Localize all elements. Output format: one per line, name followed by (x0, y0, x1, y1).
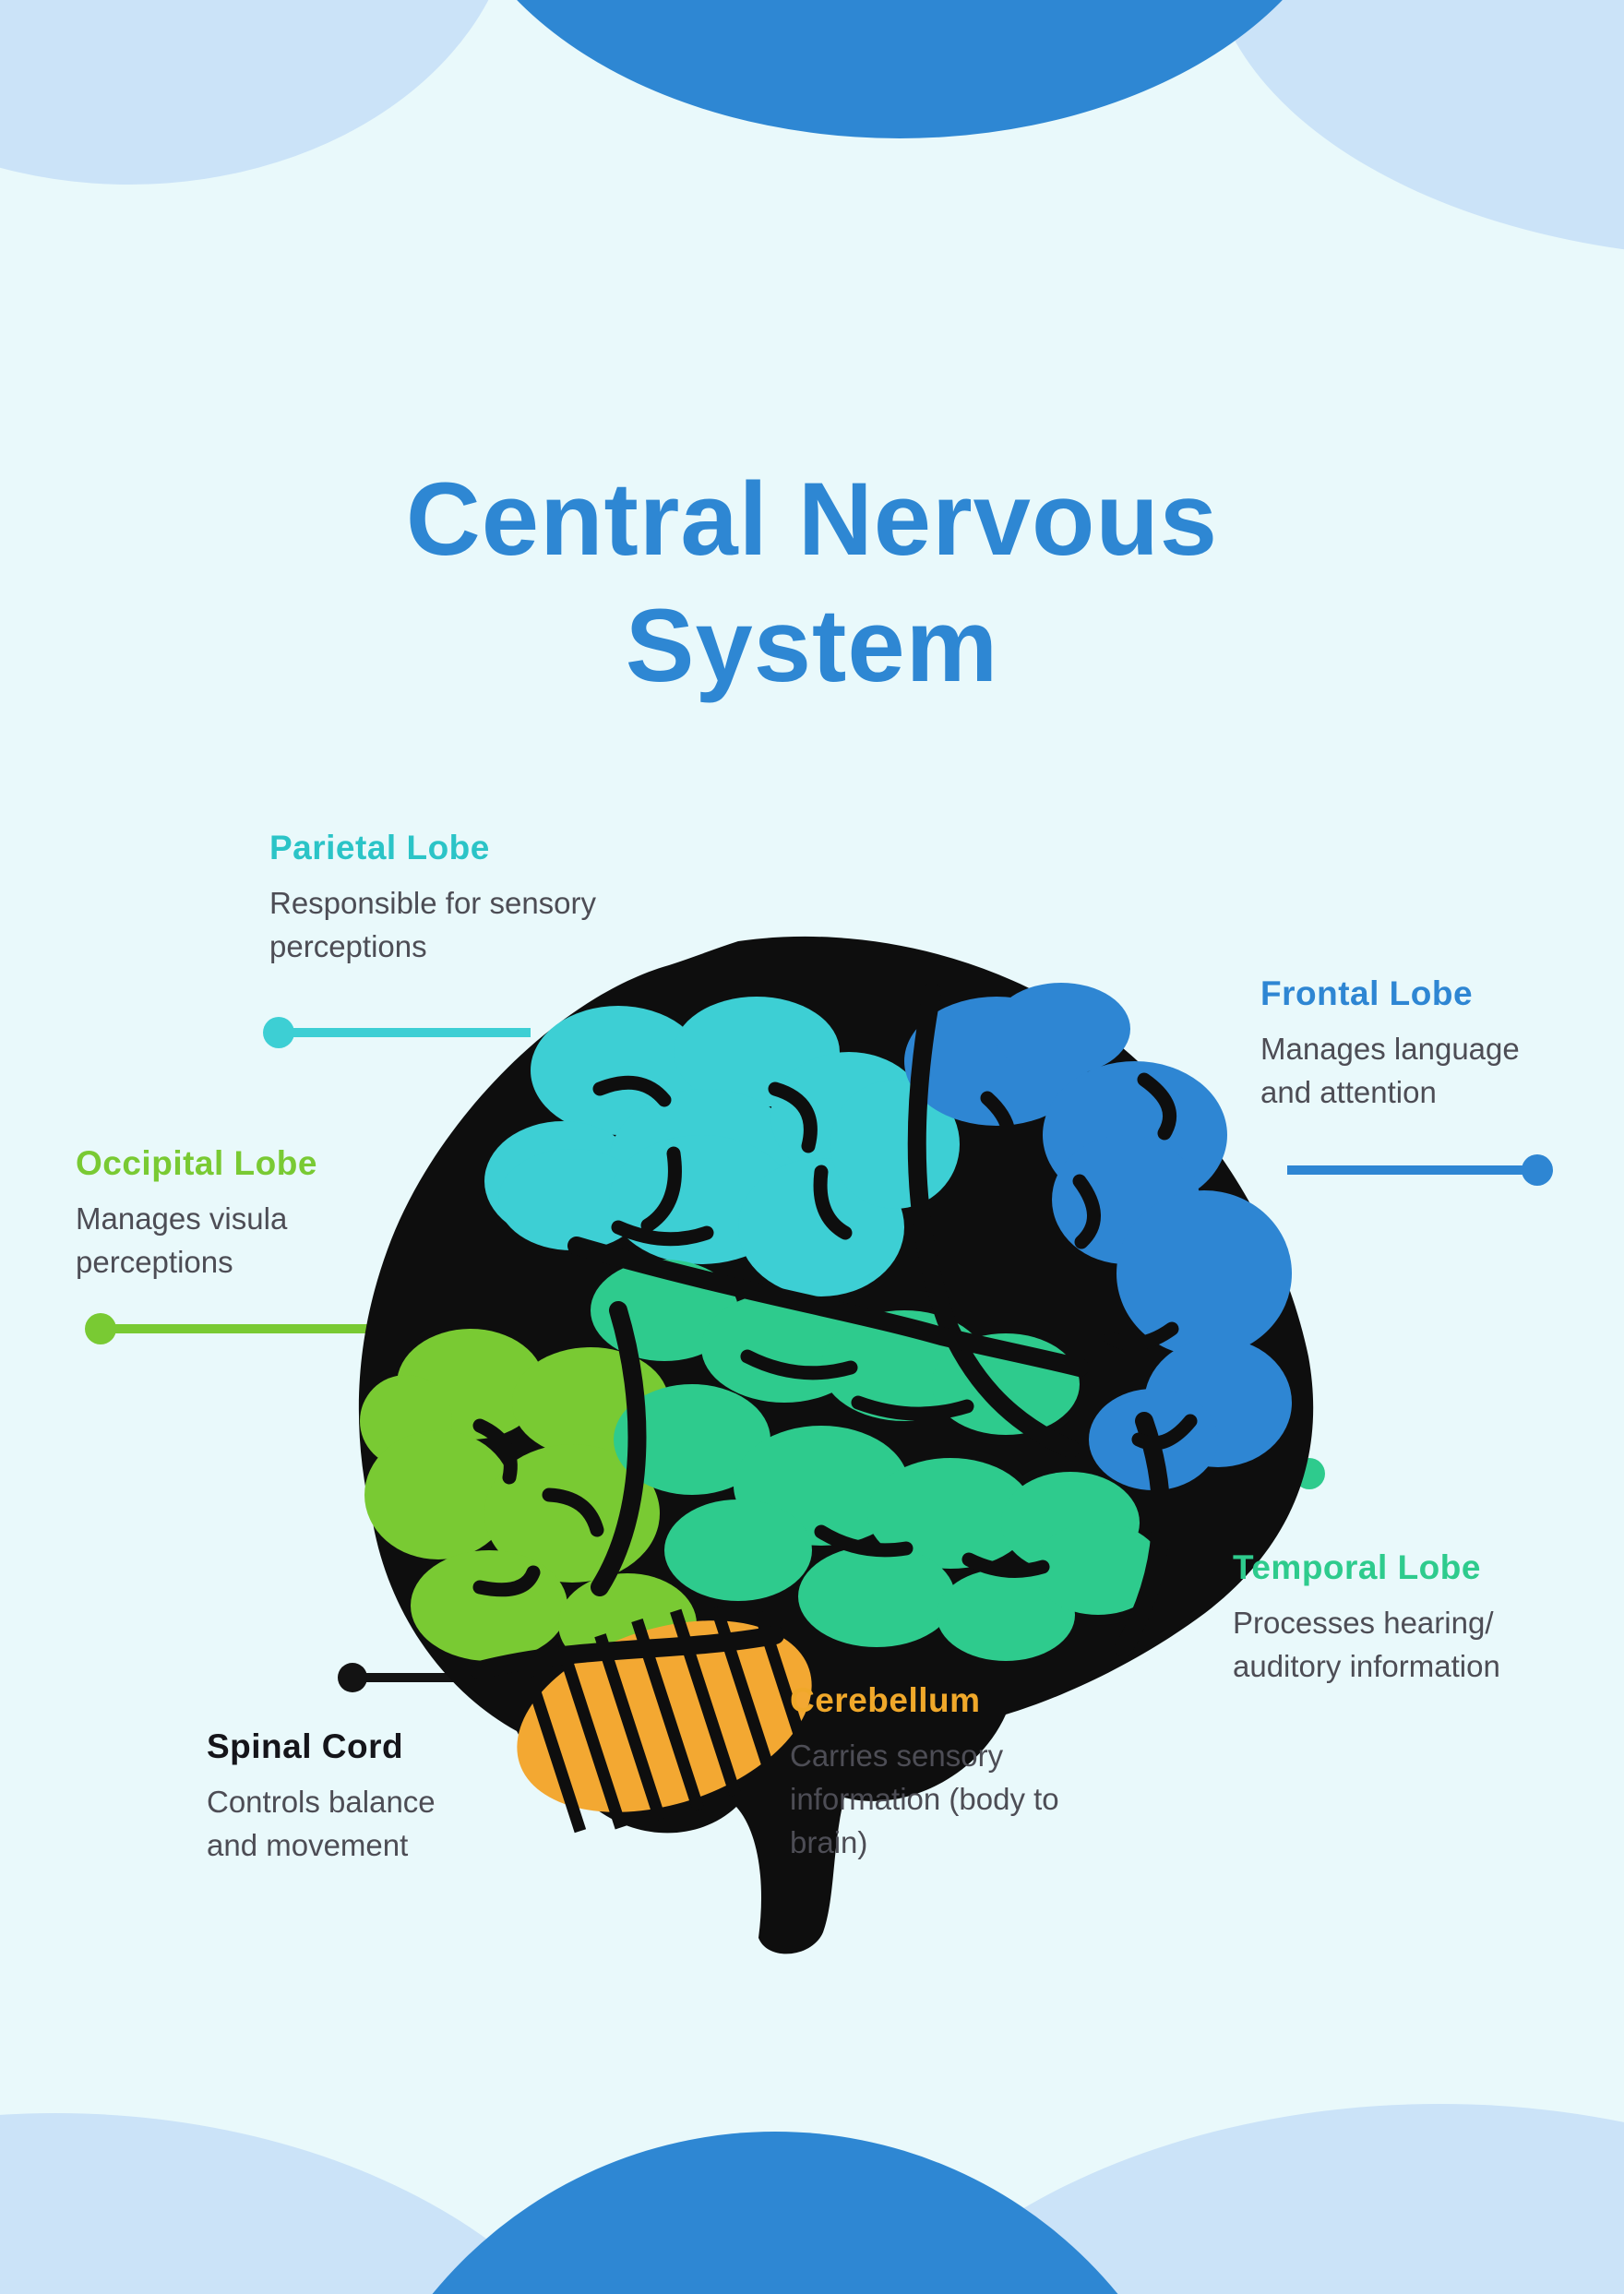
region-separators (471, 983, 1171, 1679)
occipital-label-block: Occipital Lobe Manages visula perception… (76, 1144, 371, 1284)
frontal-dot (1522, 1154, 1553, 1186)
temporal-heading: Temporal Lobe (1233, 1548, 1481, 1586)
brain-folds (472, 1072, 1198, 1597)
cerebellum-description: Carries sensory information (body to bra… (790, 1738, 1059, 1859)
occipital-connector (85, 1313, 411, 1344)
frontal-connector (1287, 1154, 1553, 1186)
spinal-label-block: Spinal Cord Controls balance and movemen… (207, 1727, 484, 1868)
frontal-lobe-region (904, 983, 1292, 1490)
parietal-heading: Parietal Lobe (269, 829, 490, 866)
spinal-description: Controls balance and movement (207, 1785, 436, 1862)
parietal-connector (263, 1017, 531, 1048)
frontal-description: Manages language and attention (1260, 1032, 1520, 1109)
temporal-label-block: Temporal Lobe Processes hearing/ auditor… (1233, 1548, 1565, 1689)
parietal-label-block: Parietal Lobe Responsible for sensory pe… (269, 829, 675, 969)
parietal-description: Responsible for sensory perceptions (269, 886, 597, 963)
page-title: Central Nervous System (405, 461, 1219, 703)
spinal-dot (338, 1663, 367, 1692)
parietal-dot (263, 1017, 294, 1048)
spinal-heading: Spinal Cord (207, 1727, 404, 1765)
parietal-lobe-region (484, 997, 960, 1296)
occipital-description: Manages visula perceptions (76, 1201, 288, 1279)
temporal-lobe-region (591, 1260, 1163, 1661)
cerebellum-label-block: Cerebellum Carries sensory information (… (790, 1681, 1104, 1865)
frontal-label-block: Frontal Lobe Manages language and attent… (1260, 974, 1574, 1115)
temporal-description: Processes hearing/ auditory information (1233, 1606, 1500, 1683)
frontal-heading: Frontal Lobe (1260, 974, 1474, 1012)
occipital-heading: Occipital Lobe (76, 1144, 317, 1182)
brain-illustration (358, 936, 1314, 1954)
occipital-dot (85, 1313, 116, 1344)
cerebellum-heading: Cerebellum (790, 1681, 981, 1719)
